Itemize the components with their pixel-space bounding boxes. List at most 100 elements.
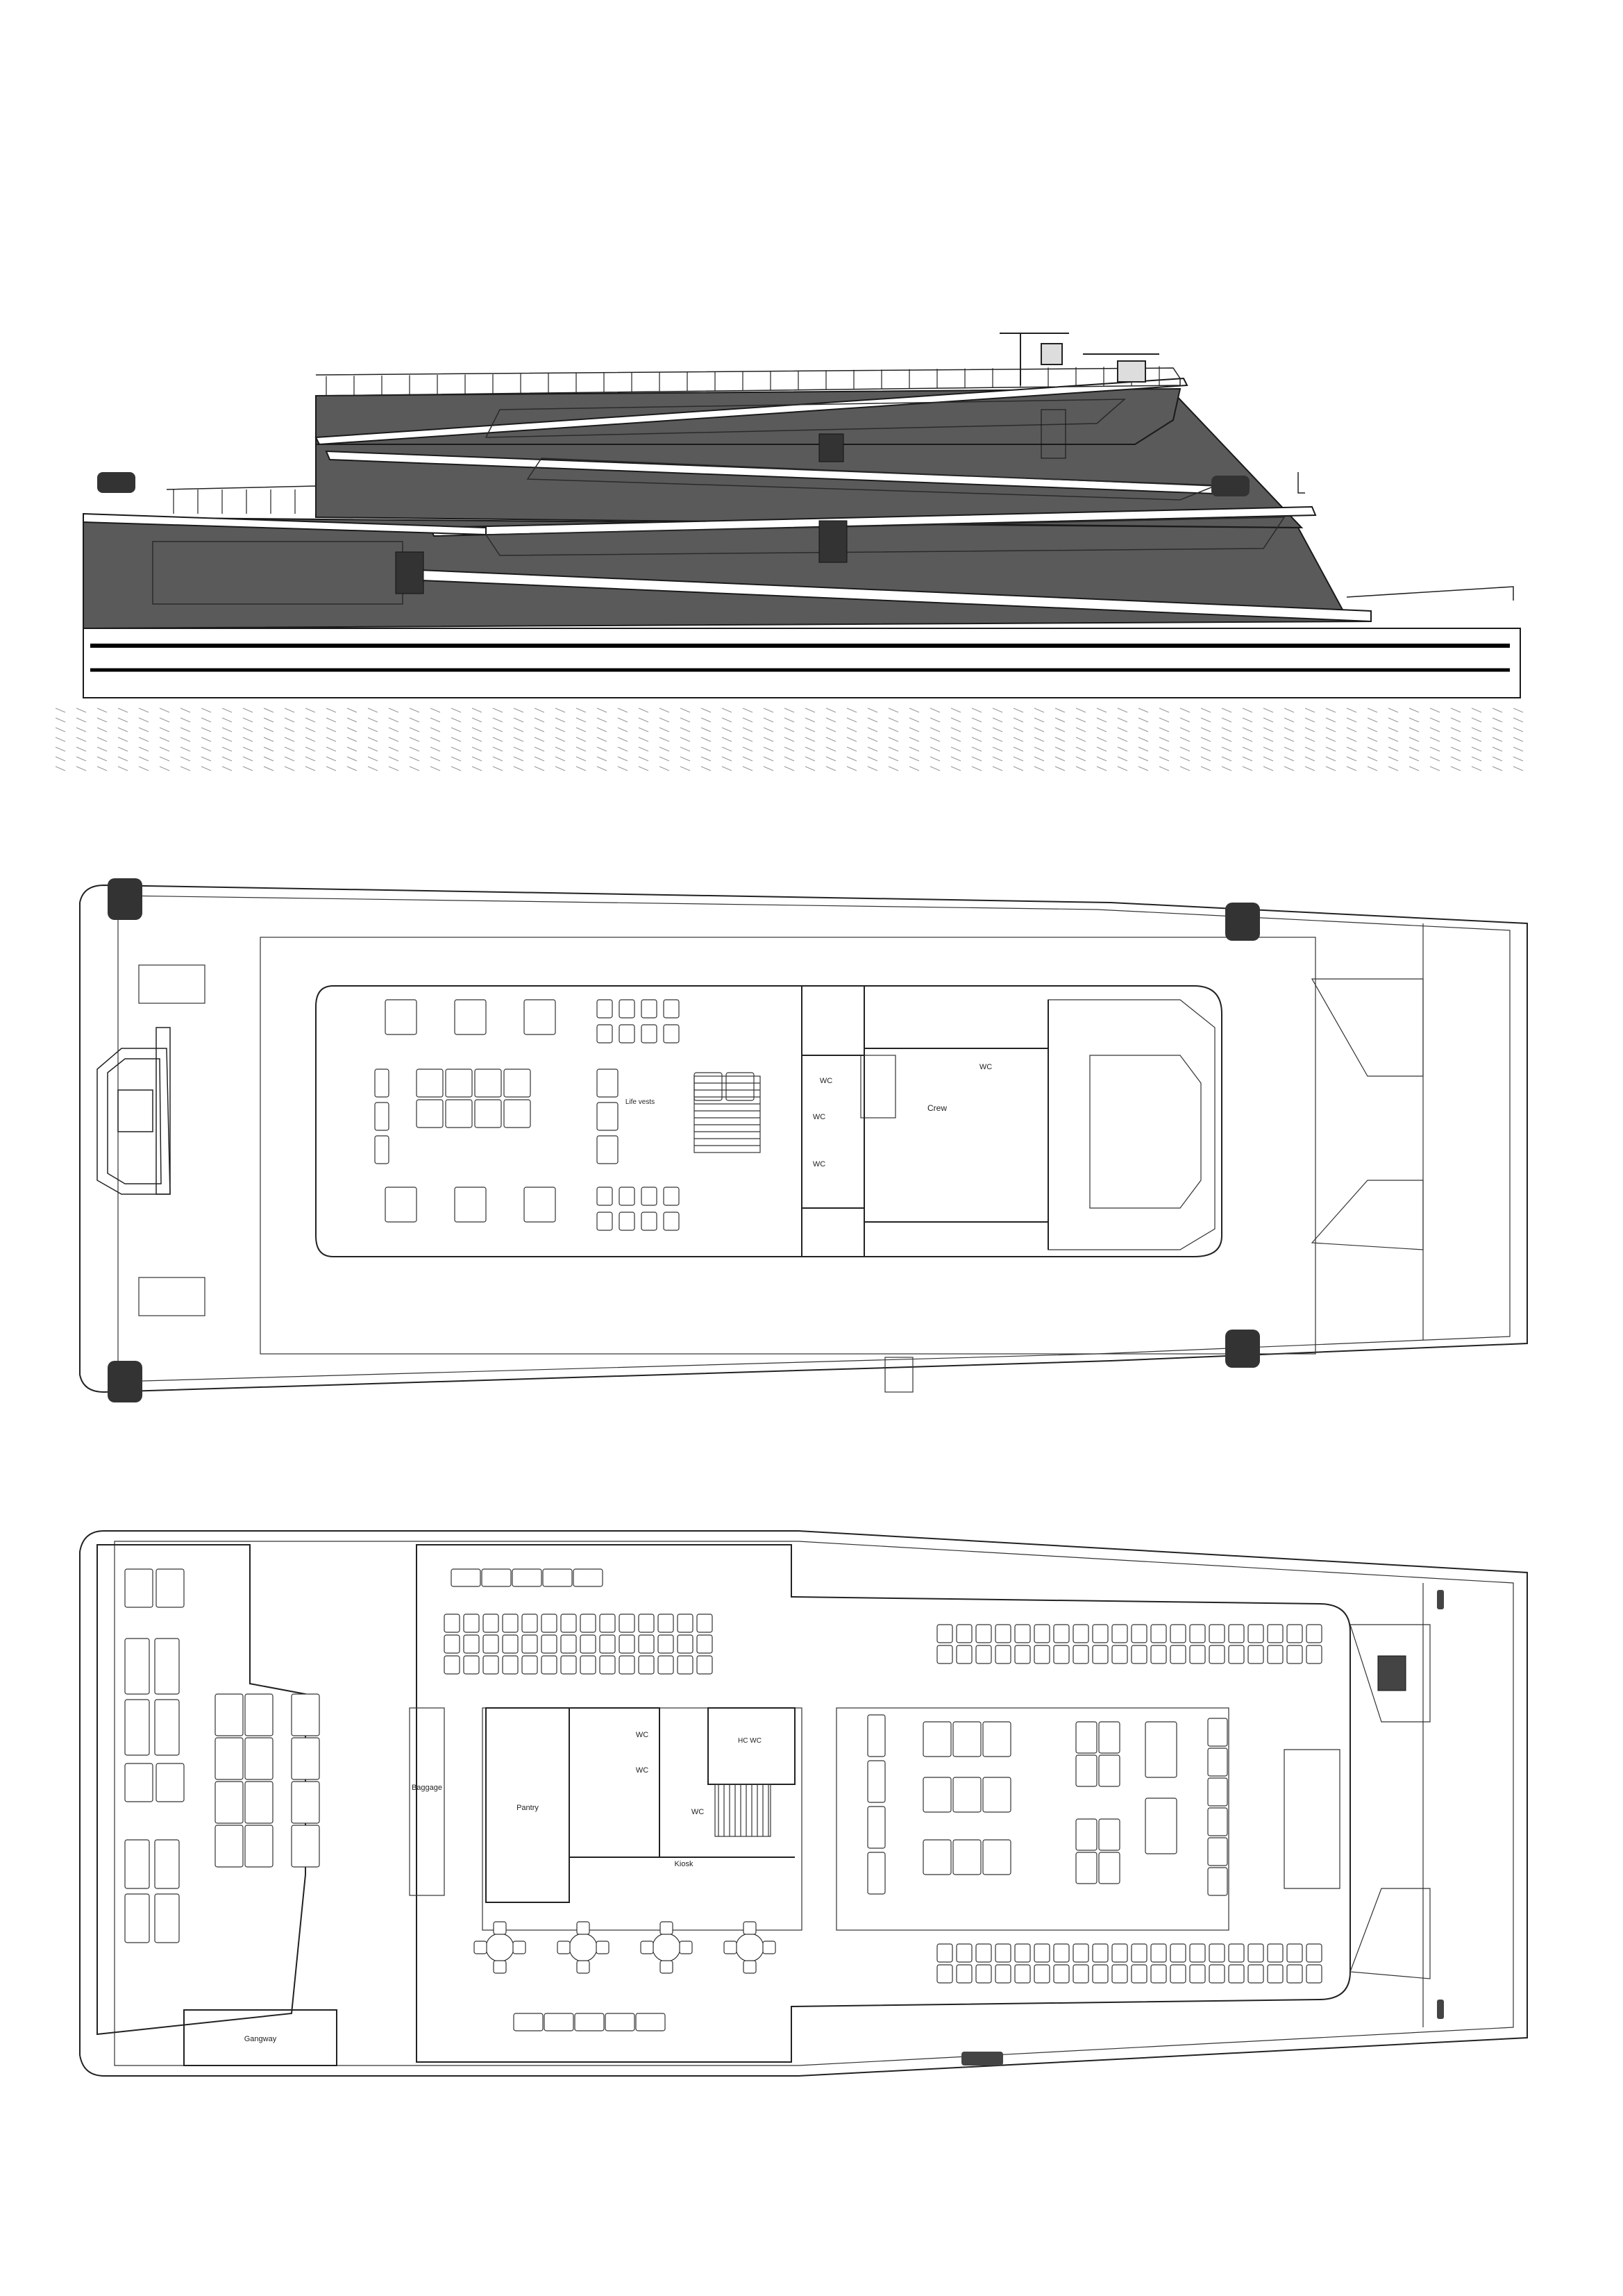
hatch-mark (659, 717, 670, 723)
hatch-mark (76, 717, 87, 723)
hatch-mark (1075, 717, 1086, 723)
hatch-mark (659, 756, 670, 762)
upper-deck-plan: WC WC WC WC Crew Life vests (79, 878, 1528, 1402)
hatch-mark (555, 766, 566, 771)
upper-partitions (801, 986, 1049, 1257)
seat (512, 1568, 542, 1587)
upper-wheelhouse (1048, 999, 1216, 1250)
seat (995, 1645, 1011, 1664)
hatch-mark (1013, 737, 1024, 742)
hatch-mark (513, 737, 524, 742)
hatch-mark (1284, 737, 1295, 742)
hatch-mark (1179, 766, 1191, 771)
gangway-frame (183, 2009, 337, 2066)
seat (1145, 1721, 1177, 1778)
seat (638, 1634, 655, 1654)
hatch-mark (1346, 727, 1357, 732)
hatch-mark (971, 717, 982, 723)
hatch-mark (825, 707, 836, 713)
seat (952, 1721, 982, 1757)
seat (1228, 1645, 1245, 1664)
hatch-mark (1054, 717, 1066, 723)
seat (474, 1069, 502, 1098)
hatch-mark (1304, 737, 1315, 742)
seat (1098, 1852, 1120, 1884)
hatch-mark (1034, 707, 1045, 713)
hatch-mark (763, 766, 774, 771)
hatch-mark (409, 756, 420, 762)
seat (696, 1655, 713, 1675)
room-label-wc-upper-c: WC (813, 1113, 825, 1121)
cafe-chair (576, 1960, 590, 1974)
hatch-mark (1013, 756, 1024, 762)
hatch-mark (471, 756, 482, 762)
hatch-mark (388, 737, 399, 742)
hatch-mark (555, 727, 566, 732)
hatch-mark (1325, 727, 1336, 732)
hatch-mark (888, 717, 899, 723)
seat (1075, 1818, 1098, 1851)
seat (1014, 1964, 1031, 1984)
seat (975, 1943, 992, 1963)
seat (956, 1964, 973, 1984)
hatch-mark (805, 746, 816, 752)
hatch-mark (846, 737, 857, 742)
hatch-mark (992, 766, 1003, 771)
hatch-mark (888, 737, 899, 742)
hatch-mark (1450, 717, 1461, 723)
hatch-mark (76, 756, 87, 762)
seat (956, 1624, 973, 1643)
hatch-mark (1200, 737, 1211, 742)
hatch-mark (555, 737, 566, 742)
hatch-mark (305, 766, 316, 771)
hatch-mark (451, 727, 462, 732)
hatch-mark (1263, 707, 1274, 713)
hatch-mark (721, 737, 732, 742)
hatch-mark (846, 766, 857, 771)
hatch-mark (700, 746, 712, 752)
main-deck-inner (114, 1541, 1514, 2066)
upper-fenders (108, 878, 1260, 1402)
hatch-mark (1013, 746, 1024, 752)
hatch-mark (1200, 756, 1211, 762)
cafe-table (569, 1933, 598, 1962)
hatch-mark (1242, 746, 1253, 752)
hatch-mark (1054, 737, 1066, 742)
hatch-mark (1221, 746, 1232, 752)
cafe-tables (473, 1921, 776, 1974)
room-label-hc-wc: HC WC (738, 1737, 762, 1745)
seat (657, 1614, 674, 1633)
hatch-mark (138, 756, 149, 762)
hatch-mark (1346, 756, 1357, 762)
seat (481, 1568, 512, 1587)
hatch-mark (930, 737, 941, 742)
hatch-mark (1075, 727, 1086, 732)
seat (1228, 1943, 1245, 1963)
baggage-rack (409, 1707, 445, 1896)
seat (1170, 1964, 1186, 1984)
cafe-table (485, 1933, 514, 1962)
hatch-mark (451, 766, 462, 771)
hatch-mark (284, 756, 295, 762)
seat (1286, 1645, 1303, 1664)
seat (154, 1699, 180, 1756)
hatch-mark (1367, 727, 1378, 732)
hatch-mark (221, 756, 233, 762)
seat (1228, 1964, 1245, 1984)
hatch-mark (471, 746, 482, 752)
radar-mast (1000, 333, 1159, 385)
cafe-chair (743, 1921, 757, 1935)
hatch-mark (1075, 766, 1086, 771)
hatch-mark (409, 766, 420, 771)
seat (244, 1693, 274, 1736)
hatch-mark (1200, 727, 1211, 732)
seat (696, 1634, 713, 1654)
hatch-mark (1429, 756, 1440, 762)
main-bow-entry (1284, 1749, 1340, 1889)
hatch-mark (367, 746, 378, 752)
hatch-mark (1408, 756, 1420, 762)
room-label-wc-upper: WC (820, 1077, 832, 1085)
hatch-mark (471, 766, 482, 771)
hatch-mark (284, 717, 295, 723)
hatch-mark (221, 727, 233, 732)
